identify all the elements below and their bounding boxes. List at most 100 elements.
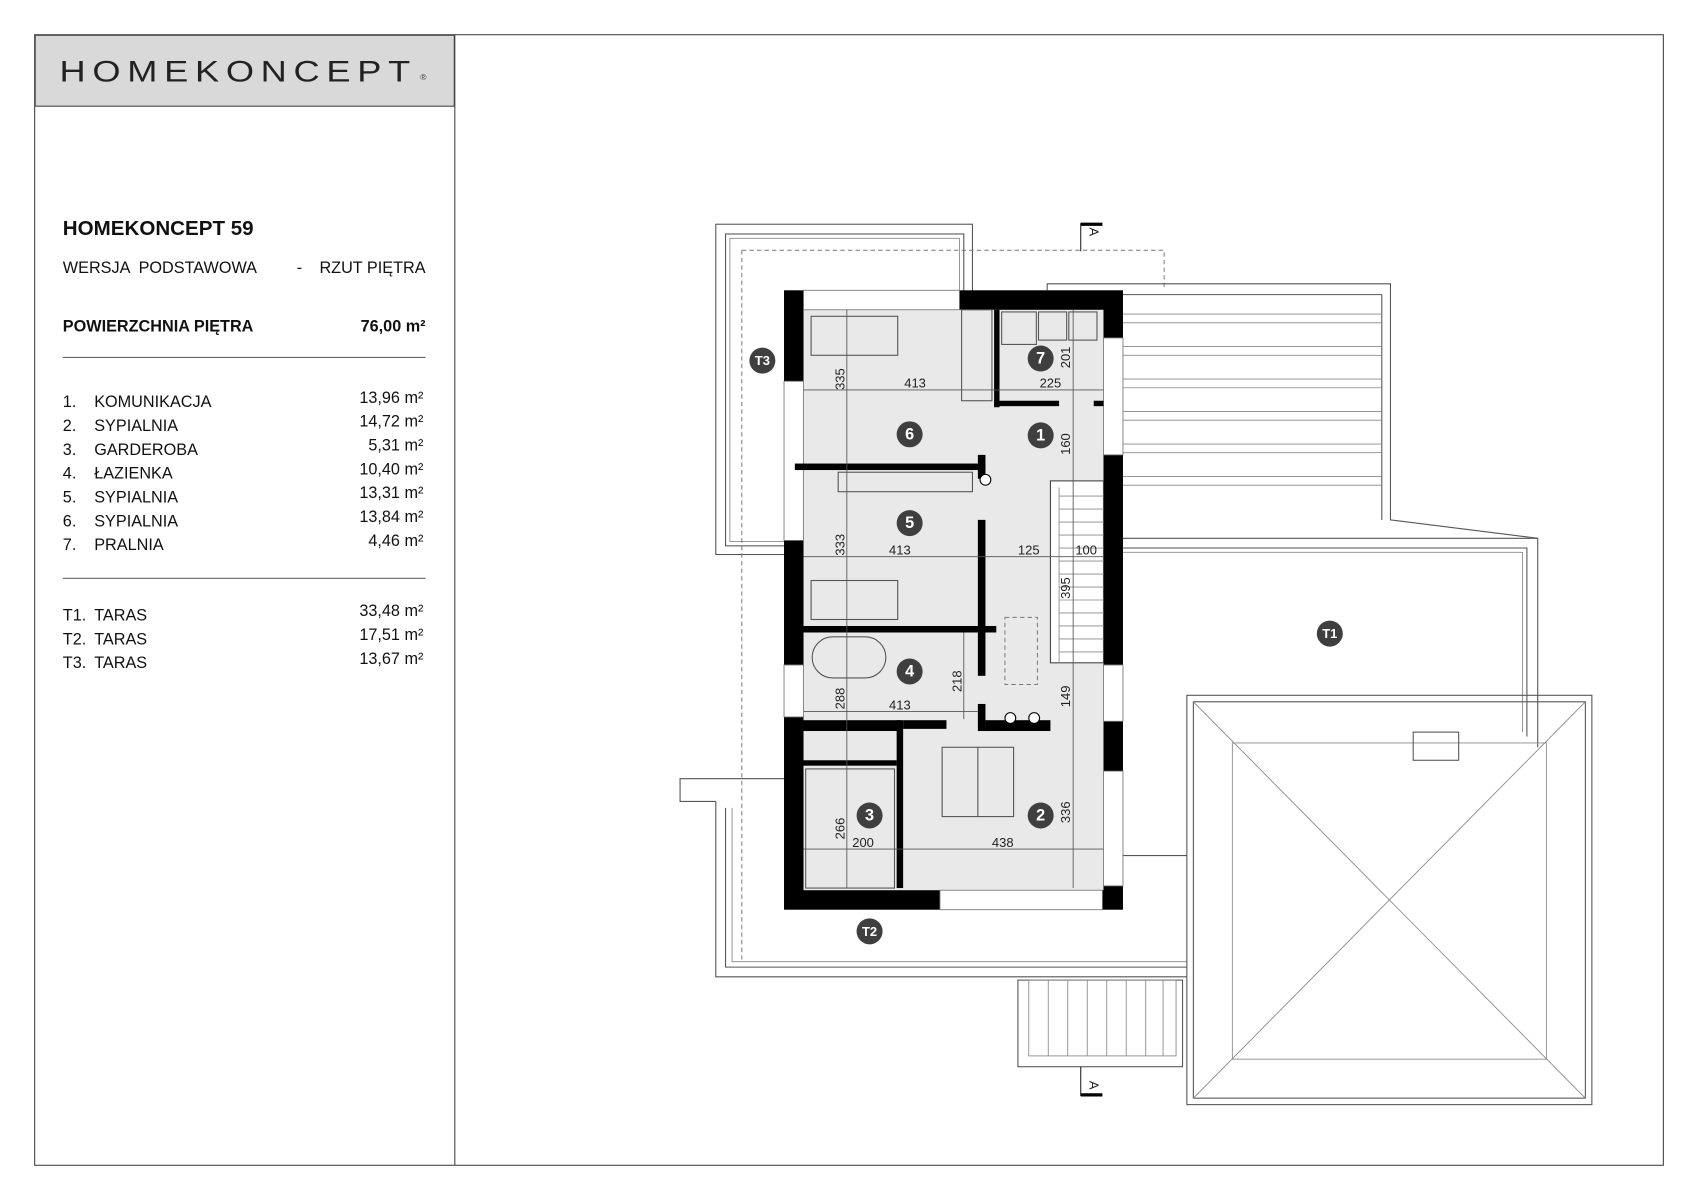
dimension-label: 100 — [1075, 543, 1097, 558]
badge-text: T3 — [755, 353, 770, 368]
terrace-row: T2. TARAS 17,51 m² — [63, 626, 424, 648]
dimension-label: 413 — [889, 697, 911, 712]
room-area: 14,72 m² — [359, 413, 424, 431]
badge-text: 4 — [905, 662, 914, 680]
room-badge-1: 1 — [1027, 422, 1054, 449]
section-marker-bottom: A — [1080, 1066, 1103, 1097]
terrace-no: T2. — [63, 630, 86, 648]
terrace-badges: T1 T2 T3 — [749, 347, 1343, 945]
room-badge-6: 6 — [896, 421, 923, 448]
terrace-list: T1. TARAS 33,48 m² T2. TARAS 17,51 m² T3.TAR… — [63, 602, 424, 672]
dimension-label: 218 — [950, 670, 965, 692]
dimension-label: 149 — [1058, 686, 1073, 708]
exterior-stairs — [1017, 979, 1184, 1068]
room-name: SYPIALNIA — [94, 417, 178, 435]
room-badges: 1 2 3 4 5 6 7 — [856, 345, 1054, 829]
terrace-area: 33,48 m² — [359, 602, 424, 620]
room-no: 4. — [63, 465, 77, 483]
dimension-label: 125 — [1018, 543, 1040, 558]
plan-drawing: A A — [679, 222, 1593, 1106]
terrace-row: T1. TARAS 33,48 m² — [63, 602, 424, 624]
floor-area-value: 76,00 m² — [361, 317, 427, 335]
terrace-no: T3. — [63, 654, 86, 672]
logo-header — [34, 34, 455, 107]
room-name: SYPIALNIA — [94, 512, 178, 530]
dimension-label: 288 — [833, 688, 848, 710]
badge-text: T1 — [1322, 626, 1337, 641]
dimension-label: 266 — [833, 818, 848, 840]
dimension-label: 200 — [852, 835, 874, 850]
room-row: 1. KOMUNIKACJA 13,96 m² — [63, 389, 424, 411]
dimension-label: 335 — [833, 368, 848, 390]
room-badge-2: 2 — [1027, 802, 1054, 829]
dimension-label: 438 — [992, 835, 1014, 850]
room-area: 13,84 m² — [359, 508, 424, 526]
project-title: HOMEKONCEPT 59 — [63, 217, 254, 240]
terrace-badge-t2: T2 — [856, 918, 883, 945]
dimension-label: 336 — [1058, 801, 1073, 823]
terrace-badge-t3: T3 — [749, 347, 776, 374]
room-row: 6. SYPIALNIA 13,84 m² — [63, 508, 424, 530]
room-badge-3: 3 — [856, 802, 883, 829]
terrace-area: 13,67 m² — [359, 650, 424, 668]
badge-text: 2 — [1036, 806, 1045, 824]
logo: HOMEKONCEPT — [60, 56, 417, 88]
section-marker-top: A — [1080, 222, 1103, 252]
version-separator: - — [297, 259, 302, 277]
room-badge-5: 5 — [896, 510, 923, 537]
roof-outline — [1186, 694, 1593, 1106]
section-label: A — [1086, 1081, 1101, 1090]
room-no: 2. — [63, 417, 77, 435]
logo-registered-mark: ® — [420, 72, 427, 82]
room-row: 7. PRALNIA 4,46 m² — [63, 532, 424, 554]
room-name: KOMUNIKACJA — [94, 393, 211, 411]
dimension-label: 413 — [904, 376, 926, 391]
room-area: 10,40 m² — [359, 460, 424, 478]
room-name: PRALNIA — [94, 536, 164, 554]
room-no: 5. — [63, 489, 77, 507]
room-area: 13,96 m² — [359, 389, 424, 407]
terrace-name: TARAS — [94, 630, 147, 648]
terrace-t1-outline — [1122, 537, 1539, 748]
dimension-label: 225 — [1040, 376, 1062, 391]
room-no: 1. — [63, 393, 77, 411]
pergola — [1046, 283, 1538, 539]
badge-text: 7 — [1036, 350, 1045, 368]
dimension-label: 395 — [1058, 577, 1073, 599]
room-badge-4: 4 — [896, 658, 923, 685]
badge-text: 1 — [1036, 426, 1045, 444]
dimension-lines — [803, 309, 1104, 889]
sheet-frame — [34, 34, 1664, 1166]
floor-area-label: POWIERZCHNIA PIĘTRA — [63, 317, 254, 335]
room-badge-7: 7 — [1027, 345, 1054, 372]
dimension-label: 333 — [833, 534, 848, 556]
terrace-area: 17,51 m² — [359, 626, 424, 644]
room-no: 3. — [63, 441, 77, 459]
badge-text: 3 — [865, 806, 874, 824]
terrace-no: T1. — [63, 607, 86, 625]
terrace-t2-outline — [679, 778, 1187, 978]
room-no: 7. — [63, 536, 77, 554]
room-area: 13,31 m² — [359, 484, 424, 502]
building-walls — [783, 289, 1124, 911]
dimension-label: 413 — [889, 543, 911, 558]
section-label: A — [1086, 227, 1101, 236]
room-area: 4,46 m² — [368, 532, 424, 550]
room-row: 2. SYPIALNIA 14,72 m² — [63, 413, 424, 435]
version-label: WERSJA PODSTAWOWA — [63, 259, 257, 277]
room-list: 1. KOMUNIKACJA 13,96 m² 2. SYPIALNIA 14,72 m… — [63, 389, 424, 554]
view-label: RZUT PIĘTRA — [319, 259, 425, 277]
room-name: SYPIALNIA — [94, 489, 178, 507]
dimension-label: 160 — [1058, 433, 1073, 455]
room-row: 5. SYPIALNIA 13,31 m² — [63, 484, 424, 506]
badge-text: 5 — [905, 514, 914, 532]
terrace-name: TARAS — [94, 607, 147, 625]
room-no: 6. — [63, 512, 77, 530]
badge-text: 6 — [905, 425, 914, 443]
dimension-label: 201 — [1058, 347, 1073, 369]
room-area: 5,31 m² — [368, 437, 424, 455]
